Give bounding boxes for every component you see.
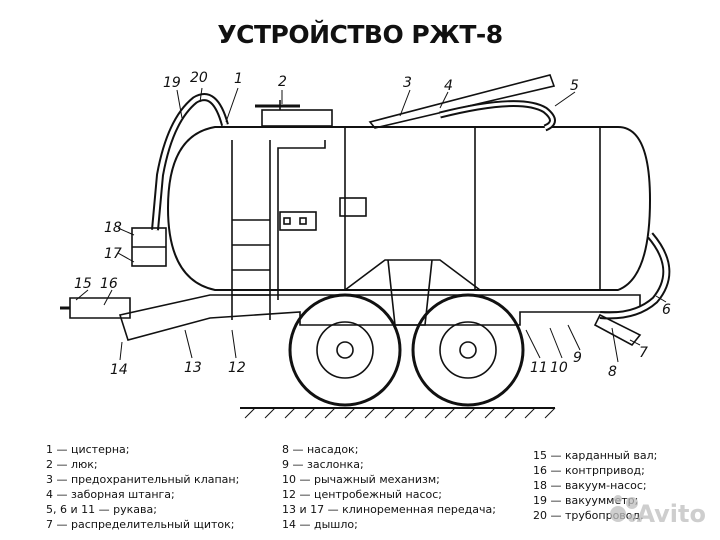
callout-label-20: 20: [190, 70, 208, 86]
legend-item: 18 — вакуум-насос;: [533, 479, 647, 492]
callout-label-15: 15: [74, 276, 92, 292]
wheel-rear: [411, 293, 525, 407]
legend-item: 7 — распределительный щиток;: [46, 518, 235, 531]
suction-rod: [368, 74, 556, 129]
callout-label-16: 16: [100, 276, 118, 292]
callout-label-14: 14: [110, 362, 128, 378]
callout-label-9: 9: [573, 350, 582, 366]
legend-item: 2 — люк;: [46, 458, 98, 471]
hatch: [261, 109, 333, 127]
callout-label-10: 10: [550, 360, 568, 376]
callout-label-7: 7: [639, 345, 648, 361]
hose-6: [599, 232, 671, 320]
legend-item: 10 — рычажный механизм;: [282, 473, 440, 486]
legend-item: 3 — предохранительный клапан;: [46, 473, 240, 486]
callout-label-5: 5: [570, 78, 579, 94]
callout-label-12: 12: [228, 360, 246, 376]
callout-label-19: 19: [163, 75, 181, 91]
legend-item: 4 — заборная штанга;: [46, 488, 175, 501]
callout-label-18: 18: [104, 220, 122, 236]
callout-label-11: 11: [530, 360, 548, 376]
legend-item: 1 — цистерна;: [46, 443, 130, 456]
legend-item: 8 — насадок;: [282, 443, 359, 456]
wheel-front: [288, 293, 402, 407]
suspension: [344, 259, 481, 291]
callout-label-2: 2: [278, 74, 287, 90]
avito-logo-icon: [610, 495, 638, 522]
legend-item: 5, 6 и 11 — рукава;: [46, 503, 157, 516]
watermark: Avito: [636, 500, 706, 528]
lever-box: [339, 197, 367, 217]
legend-item: 13 и 17 — клиноременная передача;: [282, 503, 496, 516]
frame: [118, 294, 641, 341]
legend-item: 16 — контрпривод;: [533, 464, 645, 477]
legend-item: 9 — заслонка;: [282, 458, 364, 471]
distribution-shield: [593, 313, 642, 347]
callout-label-17: 17: [104, 246, 122, 262]
legend-item: 19 — вакуумметр;: [533, 494, 639, 507]
callout-label-13: 13: [184, 360, 202, 376]
ladder: [231, 140, 271, 320]
ground-hatch: [244, 407, 556, 419]
callout-label-3: 3: [403, 75, 412, 91]
legend-item: 12 — центробежный насос;: [282, 488, 443, 501]
tanker-drawing: 19 20 1 2 3 4 5 18 17 15 16 14 13 12 11 …: [60, 70, 671, 419]
tank: [166, 126, 652, 291]
legend-column-2: 8 — насадок; 9 — заслонка; 10 — рычажный…: [282, 442, 496, 532]
legend-item: 14 — дышло;: [282, 518, 358, 531]
callout-label-1: 1: [234, 71, 243, 87]
legend-item: 15 — карданный вал;: [533, 449, 658, 462]
legend-column-1: 1 — цистерна; 2 — люк; 3 — предохранител…: [46, 442, 239, 532]
diagram-title: УСТРОЙСТВО РЖТ-8: [217, 20, 503, 49]
pipeline-20: [151, 93, 229, 231]
callout-label-4: 4: [444, 78, 453, 94]
callout-label-6: 6: [662, 302, 671, 318]
callout-label-8: 8: [608, 364, 617, 380]
